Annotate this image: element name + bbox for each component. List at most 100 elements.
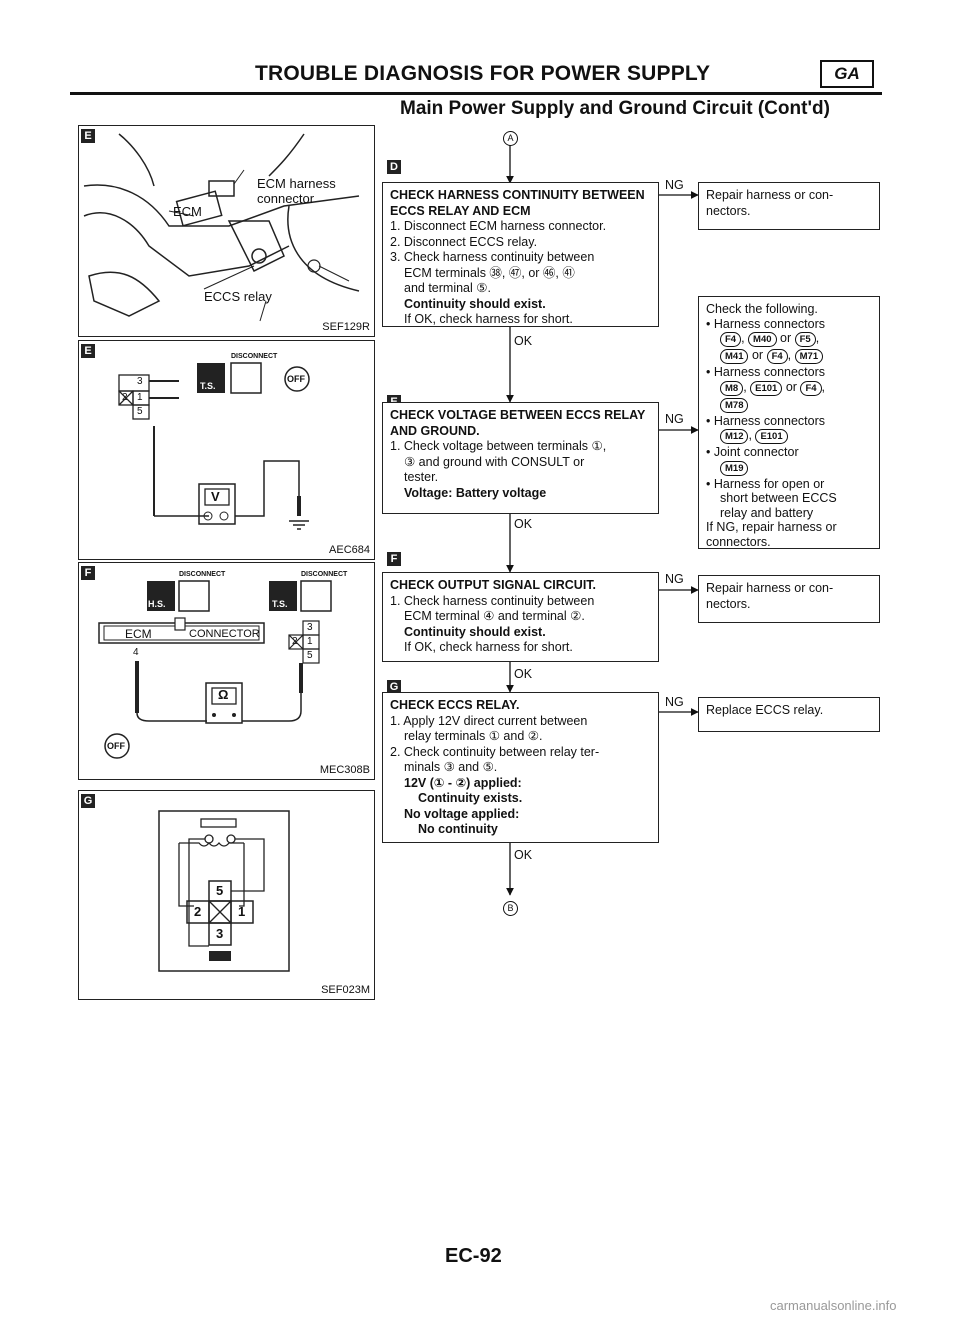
ng-final: connectors. xyxy=(706,534,771,549)
ng-action: Repair harness or con- nectors. xyxy=(706,581,834,611)
step-g-ng-box: Replace ECCS relay. xyxy=(698,697,880,732)
figure-id: AEC684 xyxy=(329,544,370,556)
section-badge: GA xyxy=(820,60,874,88)
figure-output-signal: F DISCONNECT DISCONNECT H.S. T.S. ECM CO… xyxy=(78,562,375,780)
figure-relay-check: G 5 2 1 3 SEF023M xyxy=(78,790,375,1000)
pin-label: 1 xyxy=(307,636,313,647)
figure-id: MEC308B xyxy=(319,764,370,776)
step-criterion: Voltage: Battery voltage xyxy=(404,485,547,500)
ok-label: OK xyxy=(514,848,533,862)
label-eccs-relay: ECCS relay xyxy=(204,289,272,304)
ng-item: • Harness connectors xyxy=(706,316,826,331)
step-letter-f: F xyxy=(387,552,401,566)
ok-label: OK xyxy=(514,334,533,348)
ecm-label: ECM xyxy=(125,627,152,641)
voltmeter-symbol: V xyxy=(211,489,220,504)
step-criterion: Continuity should exist. xyxy=(404,624,546,639)
ok-label: OK xyxy=(514,667,533,681)
step-letter-g: G xyxy=(387,680,401,694)
pin-label: 2 xyxy=(122,392,128,403)
header-rule xyxy=(70,92,882,95)
connector-badge: M41 xyxy=(720,349,749,364)
figure-letter-g: G xyxy=(81,794,95,808)
pin-label: 3 xyxy=(137,376,143,387)
pin-label: 5 xyxy=(216,883,224,898)
off-label: OFF xyxy=(107,741,125,751)
step-line: and terminal ⑤. xyxy=(404,281,491,295)
flow-start-marker: A xyxy=(502,128,519,146)
step-d-heading: CHECK HARNESS CONTINUITY BETWEEN ECCS RE… xyxy=(390,188,645,218)
step-line: If OK, check harness for short. xyxy=(404,640,573,654)
engine-bay-drawing xyxy=(83,133,360,322)
step-line: 1. Check harness continuity between xyxy=(390,593,595,608)
flow-end-marker: B xyxy=(502,898,519,916)
pin-label: 5 xyxy=(137,406,143,417)
figure-letter-f: F xyxy=(81,566,95,580)
continuity-circuit-drawing xyxy=(98,580,332,759)
connector-badge: F4 xyxy=(766,349,788,364)
ng-label: NG xyxy=(665,695,684,709)
circled-letter: B xyxy=(503,901,518,916)
off-label: OFF xyxy=(287,374,305,384)
ng-item: • Harness connectors xyxy=(706,413,826,428)
step-letter-d: D xyxy=(387,160,401,174)
step-criterion: No voltage applied: xyxy=(404,806,520,821)
step-line: ECM terminal ④ and terminal ②. xyxy=(404,609,585,623)
pin-label: 1 xyxy=(238,904,246,919)
connector-list: M19 xyxy=(706,460,872,477)
step-line: relay terminals ① and ②. xyxy=(404,729,543,743)
ok-label: OK xyxy=(514,517,533,531)
step-e-box: CHECK VOLTAGE BETWEEN ECCS RELAY AND GRO… xyxy=(382,402,659,514)
figure-letter-e: E xyxy=(81,344,95,358)
connector-badge: F5 xyxy=(794,332,816,347)
pin-label: 2 xyxy=(292,636,298,647)
figure-id: SEF023M xyxy=(321,984,370,996)
ng-intro: Check the following. xyxy=(706,302,818,316)
step-line: If OK, check harness for short. xyxy=(404,312,573,326)
step-f-ng-box: Repair harness or con- nectors. xyxy=(698,575,880,623)
or-text: or xyxy=(785,379,797,394)
page-number: EC-92 xyxy=(445,1245,502,1267)
ng-item-cont: short between ECCS xyxy=(720,491,837,505)
pin-label: 3 xyxy=(216,926,224,941)
figure-id: SEF129R xyxy=(322,321,370,333)
watermark: carmanualsonline.info xyxy=(770,1298,897,1313)
pin-label: 5 xyxy=(307,650,313,661)
connector-badge: M40 xyxy=(748,332,777,347)
pin-label: 3 xyxy=(307,622,313,633)
step-line: ECM terminals ㊳, ㊼, or ㊻, ㊶ xyxy=(404,265,575,280)
pin-label: 4 xyxy=(133,647,139,658)
connector-list: M78 xyxy=(706,397,872,414)
circled-letter: A xyxy=(503,131,518,146)
voltage-circuit-drawing xyxy=(118,362,310,530)
step-line: 2. Disconnect ECCS relay. xyxy=(390,234,538,249)
step-g-heading: CHECK ECCS RELAY. xyxy=(390,698,520,712)
connector-list: M8, E101 or F4, xyxy=(706,380,872,397)
step-e-ng-box: Check the following. • Harness connector… xyxy=(698,296,880,549)
step-line: ③ and ground with CONSULT or xyxy=(404,454,585,469)
pin-label: 2 xyxy=(194,904,202,919)
label-ecm: ECM xyxy=(173,204,202,219)
pin-label: 1 xyxy=(137,392,143,403)
figure-letter-e: E xyxy=(81,129,95,143)
step-line: tester. xyxy=(404,470,439,484)
disconnect-label: DISCONNECT xyxy=(231,353,278,360)
ng-item: • Joint connector xyxy=(706,445,799,459)
figure-component-location: E ECM harness connector ECM ECCS relay S… xyxy=(78,125,375,337)
step-f-box: CHECK OUTPUT SIGNAL CIRCUIT. 1. Check ha… xyxy=(382,572,659,662)
label-connector: connector xyxy=(257,191,315,206)
connector-badge: F4 xyxy=(800,380,822,396)
connector-label: CONNECTOR xyxy=(189,628,260,640)
connector-list: F4, M40 or F5, xyxy=(706,331,872,348)
connector-badge: M19 xyxy=(720,460,749,476)
step-line: 3. Check harness continuity between xyxy=(390,250,595,264)
ng-action: Repair harness or con- nectors. xyxy=(706,188,834,218)
connector-badge: M12 xyxy=(720,429,749,444)
step-line: 1. Disconnect ECM harness connector. xyxy=(390,219,607,233)
step-d-box: CHECK HARNESS CONTINUITY BETWEEN ECCS RE… xyxy=(382,182,659,327)
or-text: or xyxy=(751,348,764,362)
connector-badge: M71 xyxy=(794,349,824,364)
ts-label: T.S. xyxy=(272,599,288,609)
label-ecm-harness: ECM harness xyxy=(257,176,336,191)
page-subtitle: Main Power Supply and Ground Circuit (Co… xyxy=(400,98,830,119)
